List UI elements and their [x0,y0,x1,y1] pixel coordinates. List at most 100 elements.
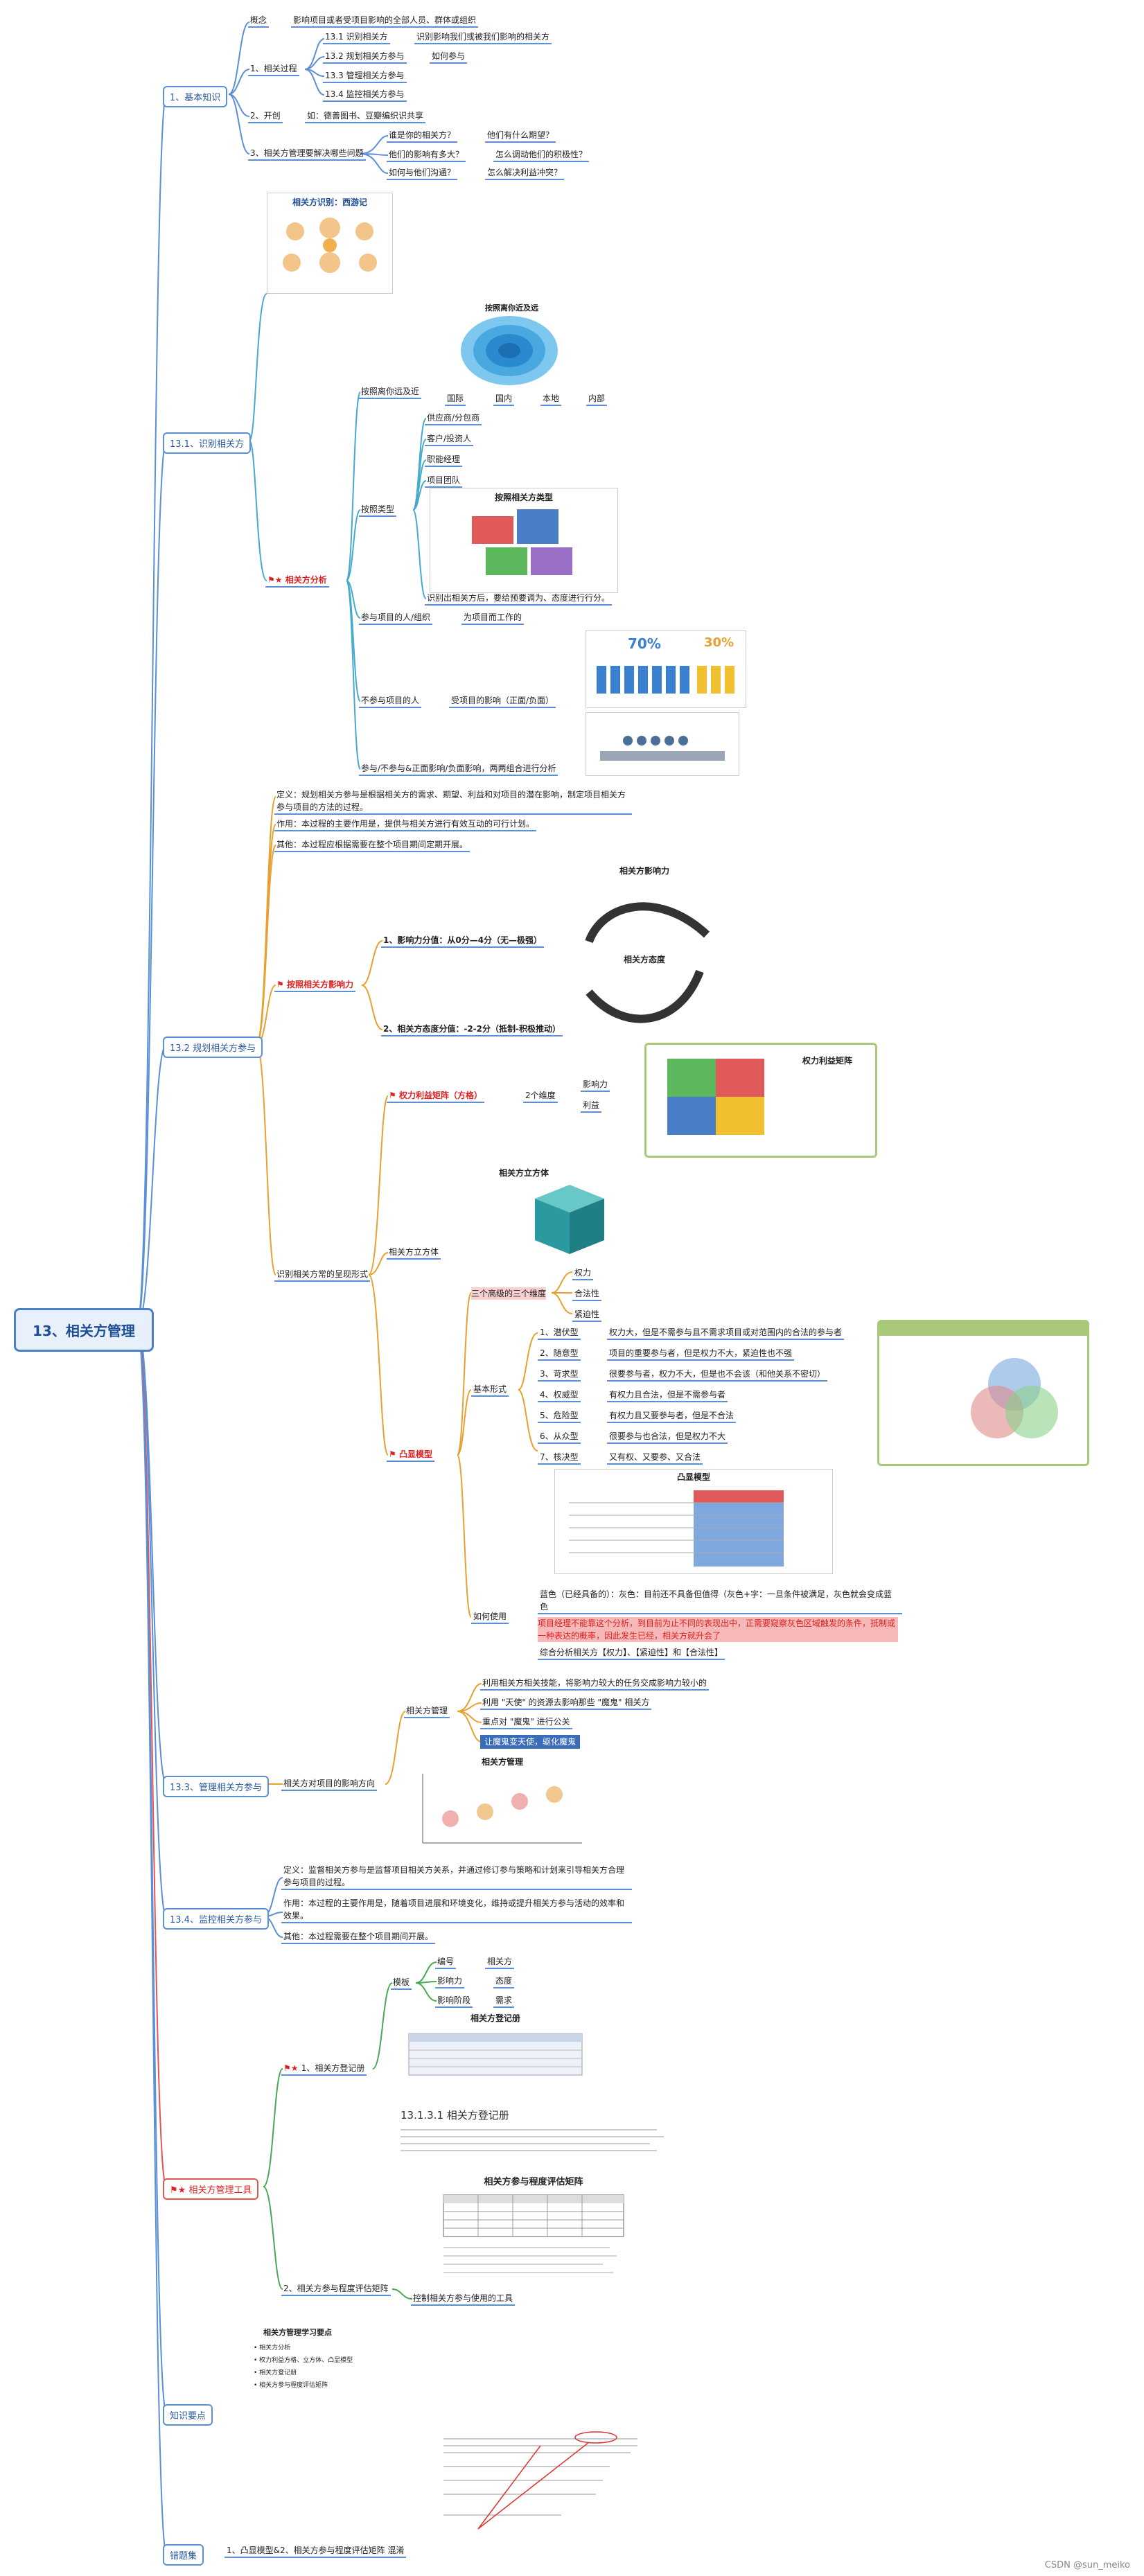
node-influence-score[interactable]: 1、影响力分值：从0分—4分（无—极强） [381,934,545,948]
node-a2[interactable]: 怎么调动他们的积极性？ [493,148,590,162]
node-type-3[interactable]: 3、苛求型 [538,1368,581,1382]
node-basic-form[interactable]: 基本形式 [471,1383,509,1397]
node-concept-value[interactable]: 影响项目或者受项目影响的全部人员、群体或组织 [291,14,479,28]
node-key-points[interactable]: 知识要点 [163,2404,213,2426]
node-identify-stakeholders[interactable]: 13.1、识别相关方 [163,432,251,454]
node-how-to-use[interactable]: 如何使用 [471,1610,509,1624]
node-tools[interactable]: ⚑★ 相关方管理工具 [163,2178,259,2200]
node-monitor-definition[interactable]: 定义：监督相关方参与是监督项目相关方关系，并通过修订参与策略和计划来引导相关方合… [281,1864,632,1890]
node-influence-direction[interactable]: 相关方对项目的影响方向 [281,1777,378,1791]
node-manage-1[interactable]: 利用相关方相关技能，将影响力较大的任务交成影响力较小的 [480,1677,710,1691]
node-manage-3[interactable]: 重点对 "魔鬼" 进行公关 [480,1715,572,1729]
node-problems[interactable]: 3、相关方管理要解决哪些问题 [248,147,366,161]
node-tip2-value[interactable]: 如：德善图书、豆瓣编织识共享 [305,109,426,123]
node-q3[interactable]: 如何与他们沟通？ [387,166,458,180]
node-type-2[interactable]: 2、随意型 [538,1347,581,1361]
node-range-intl[interactable]: 国际 [445,392,466,406]
node-tpl-influence[interactable]: 影响力 [435,1975,465,1988]
node-by-range[interactable]: 按照离你远及近 [359,385,422,399]
node-concept[interactable]: 概念 [248,14,270,28]
node-type-customer[interactable]: 客户/投资人 [425,432,474,446]
node-stakeholder-analysis[interactable]: ⚑★ 相关方分析 [265,574,329,588]
node-type-supplier[interactable]: 供应商/分包商 [425,412,482,425]
node-a1[interactable]: 他们有什么期望？ [485,129,556,143]
node-participants-value[interactable]: 为项目而工作的 [461,611,525,625]
node-salience[interactable]: ⚑ 凸显模型 [387,1448,434,1462]
node-two-dims[interactable]: 2个维度 [523,1089,558,1103]
node-type-3-desc[interactable]: 很要参与者，权力不大，但是也不会该（和他关系不密切） [607,1368,828,1382]
node-dim-urgency[interactable]: 紧迫性 [572,1308,602,1322]
node-type-5[interactable]: 5、危险型 [538,1409,581,1423]
node-tpl-needs[interactable]: 需求 [493,1994,515,2008]
node-monitor-engagement[interactable]: 13.4、监控相关方参与 [163,1908,269,1930]
node-q2[interactable]: 他们的影响有多大？ [387,148,466,162]
node-a3[interactable]: 怎么解决利益冲突？ [485,166,565,180]
node-type-1-desc[interactable]: 权力大，但是不需参与且不需求项目或对范围内的合法的参与者 [607,1326,845,1340]
node-combination-analysis[interactable]: 参与/不参与&正面影响/负面影响，两两组合进行分析 [359,762,558,776]
node-attitude-score[interactable]: 2、相关方态度分值：-2-2分（抵制-积极推动） [381,1023,563,1036]
node-process-3[interactable]: 13.3 管理相关方参与 [323,69,407,83]
node-q1[interactable]: 谁是你的相关方？ [387,129,458,143]
node-nonparticipants-value[interactable]: 受项目的影响（正面/负面） [449,694,556,708]
node-type-7-desc[interactable]: 又有权、又要参、又合法 [607,1451,703,1465]
node-type-7[interactable]: 7、核决型 [538,1451,581,1465]
node-wrong-item[interactable]: 1、凸显模型&2、相关方参与程度评估矩阵 混淆 [225,2544,407,2558]
node-type-6-desc[interactable]: 很要参与也合法，但是权力不大 [607,1430,728,1444]
node-template[interactable]: 模板 [391,1976,412,1990]
node-process-1-desc[interactable]: 识别影响我们或被我们影响的相关方 [414,30,552,44]
node-how-3[interactable]: 综合分析相关方【权力】、【紧迫性】和【合法性】 [538,1646,725,1660]
node-power-interest[interactable]: ⚑ 权力利益矩阵（方格） [387,1089,484,1103]
node-wrong-answers[interactable]: 错题集 [163,2544,204,2566]
root-topic[interactable]: 13、相关方管理 [14,1308,154,1352]
node-tpl-stakeholder[interactable]: 相关方 [485,1955,515,1969]
node-tpl-id[interactable]: 编号 [435,1955,457,1969]
node-type-note[interactable]: 识别出相关方后，要给预要调为、态度进行行分。 [425,592,613,606]
node-type-4[interactable]: 4、权威型 [538,1388,581,1402]
node-process-2[interactable]: 13.2 规划相关方参与 [323,50,407,64]
node-manage-engagement[interactable]: 13.3、管理相关方参与 [163,1776,269,1797]
node-type-1[interactable]: 1、潜伏型 [538,1326,581,1340]
node-monitor-role[interactable]: 作用：本过程的主要作用是，随着项目进展和环境变化，维持或提升相关方参与活动的效率… [281,1897,632,1923]
node-stakeholder-management[interactable]: 相关方管理 [404,1704,450,1718]
node-basic-knowledge[interactable]: 1、基本知识 [163,86,228,107]
node-process-2-desc[interactable]: 如何参与 [430,50,468,64]
node-dim-power[interactable]: 权力 [572,1267,594,1280]
node-type-4-desc[interactable]: 有权力且合法，但是不需参与者 [607,1388,728,1402]
node-range-internal[interactable]: 内部 [586,392,608,406]
node-dim-legitimacy[interactable]: 合法性 [572,1287,602,1301]
node-range-local[interactable]: 本地 [540,392,562,406]
node-dim-interest[interactable]: 利益 [581,1099,602,1113]
node-how-2[interactable]: 项目经理不能靠这个分析，到目前为止不同的表现出中，正需要窥察灰色区域触发的条件，… [538,1617,898,1642]
node-process-1[interactable]: 13.1 识别相关方 [323,30,390,44]
node-manage-4[interactable]: 让魔鬼变天使，驱化魔鬼 [480,1735,581,1749]
node-how-1[interactable]: 蓝色（已经具备的）：灰色：目前还不具备但值得（灰色+字：一旦条件被满足，灰色就会… [538,1588,902,1614]
node-plan-engagement[interactable]: 13.2 规划相关方参与 [163,1036,263,1058]
node-manage-2[interactable]: 利用 "天使" 的资源去影响那些 "魔鬼" 相关方 [480,1696,652,1710]
node-engagement-matrix[interactable]: 2、相关方参与程度评估矩阵 [281,2282,391,2296]
node-type-2-desc[interactable]: 项目的重要参与者，但是权力不大，紧迫性也不强 [607,1347,795,1361]
node-tip2[interactable]: 2、开创 [248,109,283,123]
node-tpl-attitude[interactable]: 态度 [493,1975,515,1988]
node-related-processes[interactable]: 1、相关过程 [248,62,299,76]
node-control-tools[interactable]: 控制相关方参与使用的工具 [411,2292,516,2306]
node-monitor-other[interactable]: 其他：本过程需要在整个项目期间开展。 [281,1930,436,1944]
node-tpl-phase[interactable]: 影响阶段 [435,1994,473,2008]
node-by-type[interactable]: 按照类型 [359,503,397,517]
node-plan-definition[interactable]: 定义：规划相关方参与是根据相关方的需求、期望、利益和对项目的潜在影响，制定项目相… [274,788,632,815]
node-type-6[interactable]: 6、从众型 [538,1430,581,1444]
node-plan-other[interactable]: 其他：本过程应根据需要在整个项目期间定期开展。 [274,838,470,852]
node-forms[interactable]: 识别相关方常的呈现形式 [274,1268,371,1282]
node-three-dims[interactable]: 三个高级的三个维度 [471,1287,547,1300]
node-cube[interactable]: 相关方立方体 [387,1246,441,1260]
node-range-domestic[interactable]: 国内 [493,392,515,406]
node-plan-role[interactable]: 作用：本过程的主要作用是，提供与相关方进行有效互动的可行计划。 [274,818,537,831]
node-process-4[interactable]: 13.4 监控相关方参与 [323,88,407,102]
node-nonparticipants[interactable]: 不参与项目的人 [359,694,422,708]
node-register[interactable]: ⚑★ 1、相关方登记册 [281,2062,367,2076]
node-type-team[interactable]: 项目团队 [425,474,463,488]
node-type-functional[interactable]: 职能经理 [425,453,463,467]
node-type-5-desc[interactable]: 有权力且又要参与者，但是不合法 [607,1409,737,1423]
node-participants[interactable]: 参与项目的人/组织 [359,611,433,625]
node-by-influence[interactable]: ⚑ 按照相关方影响力 [274,978,355,992]
node-dim-influence[interactable]: 影响力 [581,1078,610,1092]
